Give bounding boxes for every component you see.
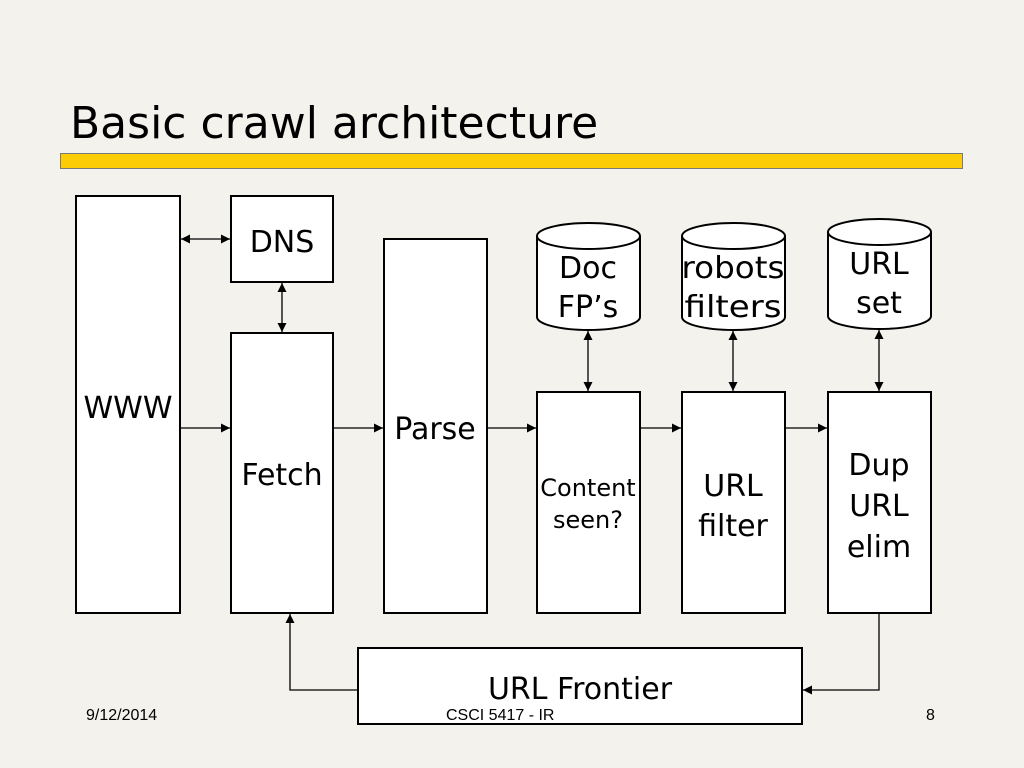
dup-url-elim-label-line-3: elim — [847, 530, 911, 565]
fetch-box — [230, 332, 334, 614]
doc-fps-label-line-1: Doc — [559, 251, 617, 286]
dup-url-elim-box — [827, 391, 932, 614]
dup-url-elim-label-line-2: URL — [849, 489, 909, 524]
title-underline-bar — [60, 153, 963, 169]
url-frontier-box — [357, 647, 803, 725]
footer-date: 9/12/2014 — [86, 707, 158, 724]
footer-course: CSCI 5417 - IR — [446, 707, 555, 724]
dup-elim-frontier-arrow — [803, 613, 880, 695]
dns-box — [230, 195, 334, 283]
url-filter-box — [681, 391, 786, 614]
content-seen-label-line-1: Content — [540, 474, 635, 502]
robots-filters-cylinder — [681, 222, 786, 331]
url-frontier-label: URL Frontier — [488, 672, 673, 707]
url-set-label-line-1: URL — [849, 247, 909, 282]
doc-fps-label-line-2: FP’s — [558, 290, 619, 325]
robots-filters-label-line-2: filters — [685, 290, 782, 325]
slide-title: Basic crawl architecture — [70, 98, 599, 149]
dns-label: DNS — [250, 225, 315, 260]
www-label: WWW — [84, 391, 173, 426]
doc-fps-cylinder — [536, 222, 641, 331]
url-set-label-line-2: set — [856, 286, 902, 321]
parse-box — [383, 238, 488, 614]
parse-label: Parse — [394, 412, 476, 447]
url-filter-label-line-1: URL — [703, 469, 763, 504]
frontier-fetch-arrow — [285, 614, 358, 691]
www-box — [75, 195, 181, 614]
robots-filters-label-line-1: robots — [682, 251, 785, 286]
footer-page-number: 8 — [926, 707, 935, 724]
content-seen-box — [536, 391, 641, 614]
fetch-label: Fetch — [241, 458, 322, 493]
url-filter-label-line-2: filter — [698, 509, 768, 544]
content-seen-label-line-2: seen? — [553, 506, 623, 534]
url-set-cylinder — [827, 218, 932, 330]
dup-url-elim-label-line-1: Dup — [848, 448, 909, 483]
